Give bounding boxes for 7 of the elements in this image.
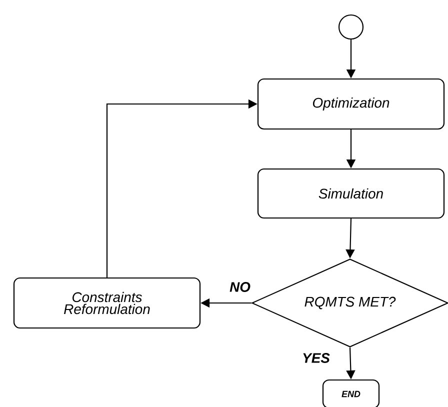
process-box: Simulation xyxy=(257,168,445,219)
process-box: Optimization xyxy=(257,78,445,130)
edge-label: YES xyxy=(301,352,331,364)
start-circle xyxy=(338,14,364,40)
process-box: END xyxy=(322,379,380,407)
edge-label: NO xyxy=(228,281,252,293)
process-box: Constraints Reformulation xyxy=(13,277,201,329)
